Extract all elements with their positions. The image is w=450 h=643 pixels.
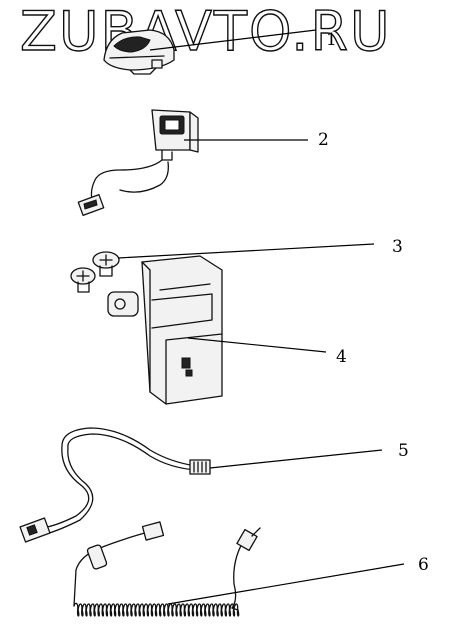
leader-line-3	[117, 243, 375, 259]
part-2-switch-harness	[77, 109, 199, 216]
callout-3: 3	[392, 237, 403, 257]
callout-6: 6	[418, 555, 429, 575]
watermark-logo: ZUBAVTO.RU	[20, 0, 392, 63]
callout-4: 4	[336, 347, 347, 367]
callout-1: 1	[326, 30, 337, 50]
leader-line-1	[149, 29, 317, 51]
leader-line-6	[167, 563, 405, 605]
part-6-coiled-cable	[73, 521, 261, 617]
part-4-bracket	[107, 255, 223, 405]
callout-2: 2	[318, 130, 329, 150]
leader-lines	[117, 29, 405, 605]
leader-line-5	[209, 449, 383, 469]
part-5-harness	[19, 427, 211, 543]
part-3-screws	[70, 251, 120, 293]
part-1-module	[103, 29, 175, 75]
leader-line-4	[187, 337, 327, 353]
callout-5: 5	[398, 441, 409, 461]
